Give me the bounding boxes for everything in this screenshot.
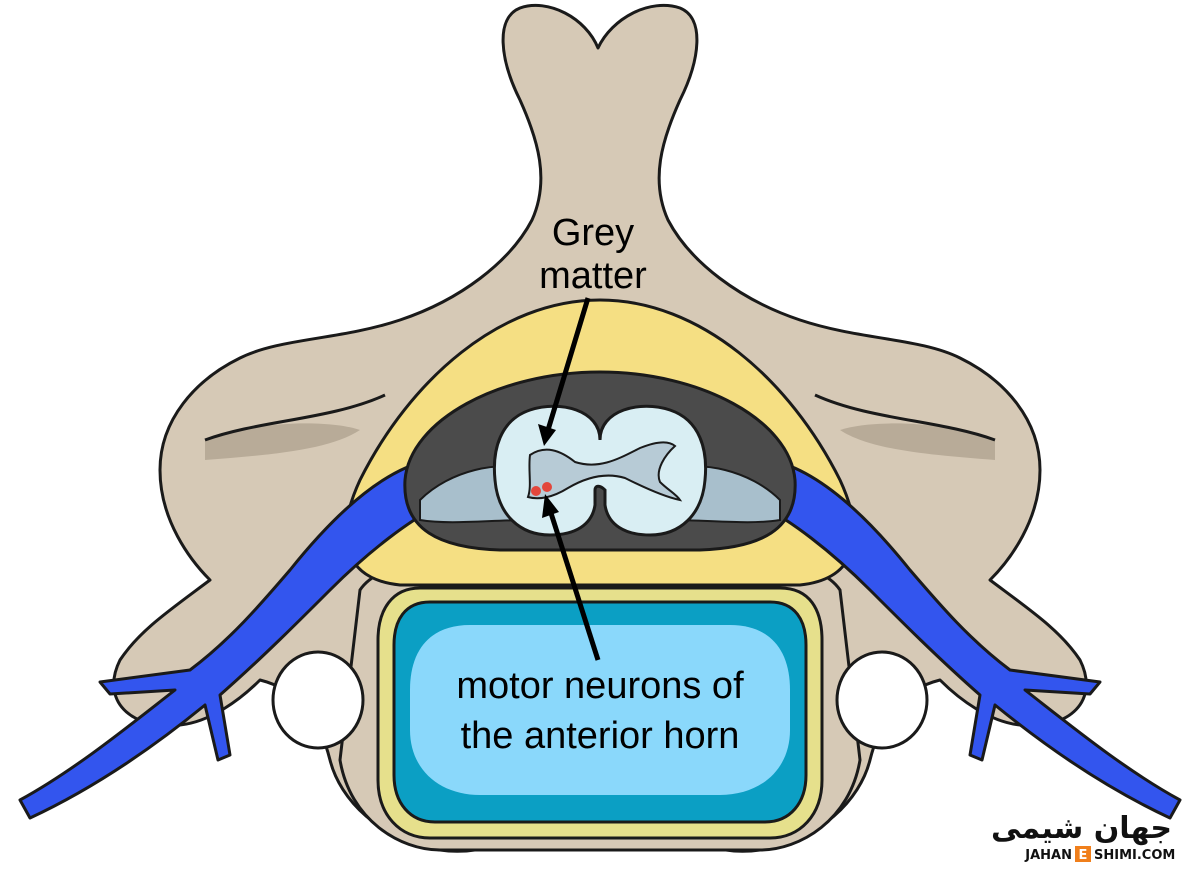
watermark-latin-prefix: JAHAN: [1024, 848, 1072, 863]
bone-fold-left: [204, 393, 386, 442]
bone-fold-right: [814, 393, 996, 442]
watermark-latin-letter: E: [1079, 848, 1088, 863]
motor-arrow-line: [547, 509, 601, 661]
grey-matter-arrow-line: [545, 297, 591, 431]
intervertebral-disc: [376, 586, 824, 840]
nerve-left: [18, 458, 442, 820]
transverse-foramen-right: [835, 650, 929, 750]
grey-matter-label-line2: matter: [539, 255, 647, 297]
motor-neurons-label-line1: motor neurons of: [456, 665, 744, 707]
motor-neuron-1: [531, 486, 541, 496]
bone-shade-right: [840, 423, 995, 460]
annotation-arrows: [538, 297, 601, 661]
spinal-nerves: [18, 458, 1182, 820]
disc-nucleus: [410, 625, 790, 795]
motor-neuron-2: [542, 482, 552, 492]
watermark-latin-suffix: SHIMI.COM: [1094, 848, 1175, 863]
watermark-logo: جهان شیمی JAHAN E SHIMI.COM: [991, 811, 1175, 863]
bone-shade-left: [205, 423, 360, 460]
transverse-foramen-left: [271, 650, 365, 750]
motor-arrow-head: [542, 494, 559, 518]
nerve-right: [758, 458, 1182, 820]
watermark-e-box: [1075, 846, 1091, 862]
grey-matter-label-line1: Grey: [552, 212, 634, 254]
motor-neurons-label-line2: the anterior horn: [461, 715, 740, 757]
grey-matter-arrow-head: [538, 424, 556, 446]
spinal-canal: [403, 370, 797, 552]
watermark-arabic: جهان شیمی: [991, 811, 1172, 846]
